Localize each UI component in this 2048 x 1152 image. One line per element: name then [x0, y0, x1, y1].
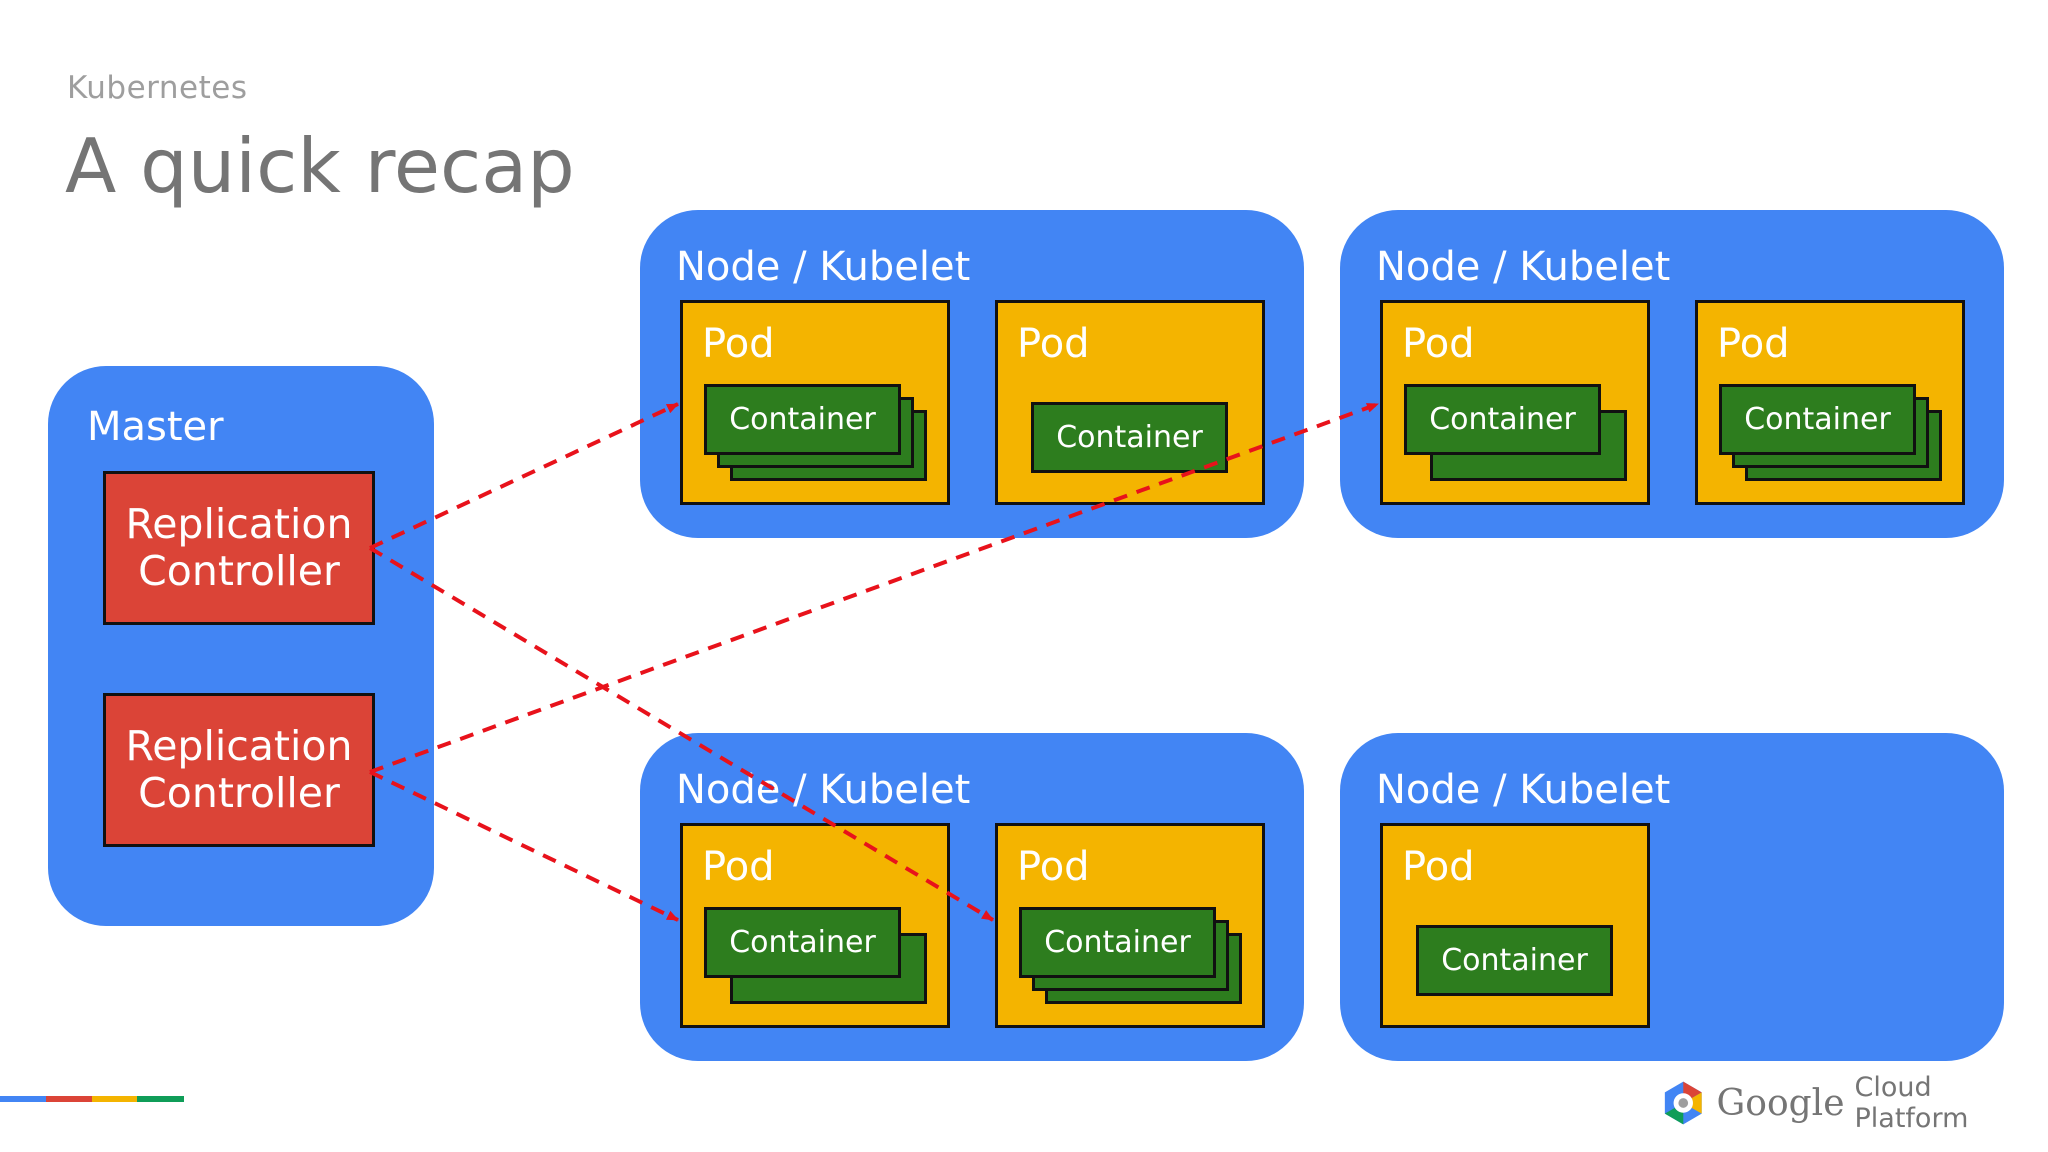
- node-2-pod-1: Pod Container: [1380, 300, 1650, 505]
- node-3-pod-2: Pod Container: [995, 823, 1265, 1028]
- pod-label: Pod: [702, 321, 775, 367]
- node-label: Node / Kubelet: [1376, 244, 1671, 290]
- footer-bar-red: [46, 1096, 92, 1102]
- node-1: Node / Kubelet Pod Container Pod Contain…: [640, 210, 1304, 538]
- container: Container: [1719, 384, 1916, 455]
- gcp-brand-cloud-platform: Cloud Platform: [1854, 1072, 1969, 1134]
- container: Container: [1404, 384, 1601, 455]
- container: Container: [704, 384, 901, 455]
- pod-label: Pod: [702, 844, 775, 890]
- container: Container: [704, 907, 901, 978]
- slide-eyebrow: Kubernetes: [67, 70, 248, 106]
- slide-title: A quick recap: [65, 122, 575, 210]
- node-4: Node / Kubelet Pod Container: [1340, 733, 2004, 1061]
- node-1-pod-1: Pod Container: [680, 300, 950, 505]
- gcp-brand-google: Google: [1716, 1082, 1845, 1124]
- container: Container: [1031, 402, 1228, 473]
- master-label: Master: [87, 404, 224, 450]
- node-1-pod-2: Pod Container: [995, 300, 1265, 505]
- footer-bar-blue: [0, 1096, 46, 1102]
- gcp-brand: Google Cloud Platform: [1660, 1072, 2048, 1134]
- node-label: Node / Kubelet: [676, 244, 971, 290]
- node-label: Node / Kubelet: [676, 767, 971, 813]
- pod-label: Pod: [1017, 321, 1090, 367]
- gcp-logo-icon: [1664, 1081, 1702, 1125]
- master-box: Master Replication Controller Replicatio…: [48, 366, 434, 926]
- node-3: Node / Kubelet Pod Container Pod Contain…: [640, 733, 1304, 1061]
- replication-controller-1: Replication Controller: [103, 471, 375, 625]
- pod-label: Pod: [1717, 321, 1790, 367]
- footer-bar-green: [137, 1096, 184, 1102]
- node-2: Node / Kubelet Pod Container Pod Contain…: [1340, 210, 2004, 538]
- node-label: Node / Kubelet: [1376, 767, 1671, 813]
- container: Container: [1416, 925, 1613, 996]
- replication-controller-2: Replication Controller: [103, 693, 375, 847]
- pod-label: Pod: [1402, 844, 1475, 890]
- node-3-pod-1: Pod Container: [680, 823, 950, 1028]
- node-2-pod-2: Pod Container: [1695, 300, 1965, 505]
- pod-label: Pod: [1017, 844, 1090, 890]
- container: Container: [1019, 907, 1216, 978]
- pod-label: Pod: [1402, 321, 1475, 367]
- footer-bar-yellow: [92, 1096, 137, 1102]
- node-4-pod-1: Pod Container: [1380, 823, 1650, 1028]
